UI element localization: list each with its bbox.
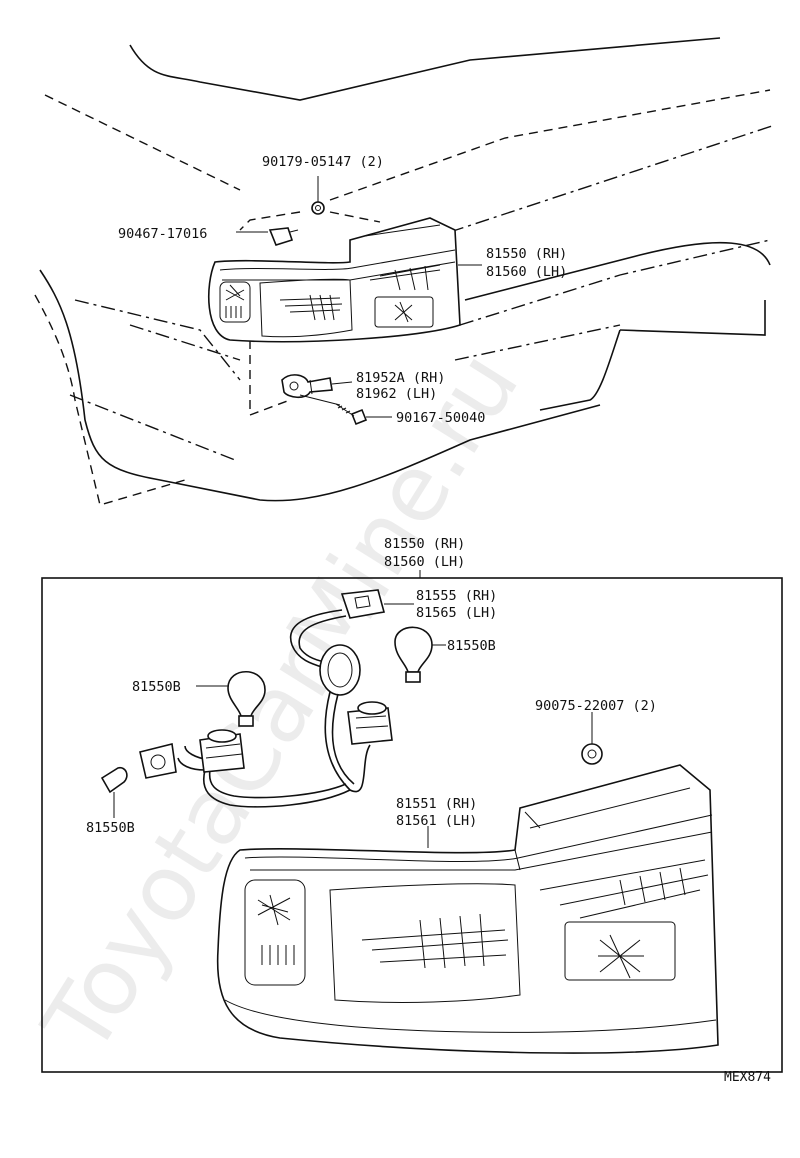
nut-icon bbox=[581, 743, 603, 765]
label-bracket-lh: 81962 (LH) bbox=[356, 386, 437, 402]
label-nut: 90075-22007 (2) bbox=[535, 698, 657, 714]
label-clip: 90467-17016 bbox=[118, 226, 207, 242]
bracket-icon bbox=[281, 374, 333, 399]
label-bulb-left: 81550B bbox=[132, 679, 181, 695]
clip-icon bbox=[268, 227, 299, 246]
label-bulb-small: 81550B bbox=[86, 820, 135, 836]
label-lamp-rh: 81550 (RH) bbox=[486, 246, 567, 262]
screw-top-icon bbox=[311, 201, 325, 215]
bulb-right-icon bbox=[394, 626, 433, 683]
lower-title-rh: 81550 (RH) bbox=[384, 536, 465, 552]
bulb-small-icon bbox=[100, 766, 128, 794]
label-screw-top: 90179-05147 (2) bbox=[262, 154, 384, 170]
label-bracket-rh: 81952A (RH) bbox=[356, 370, 445, 386]
lower-title-lh: 81560 (LH) bbox=[384, 554, 465, 570]
lens-assembly-lower bbox=[216, 764, 719, 1054]
vehicle-body-outline bbox=[34, 37, 776, 506]
label-socket-rh: 81555 (RH) bbox=[416, 588, 497, 604]
bolt-icon bbox=[335, 403, 368, 426]
tail-lamp-assembly-upper bbox=[207, 217, 461, 343]
bulb-left-icon bbox=[227, 670, 266, 727]
label-lens-lh: 81561 (LH) bbox=[396, 813, 477, 829]
label-lens-rh: 81551 (RH) bbox=[396, 796, 477, 812]
label-lamp-lh: 81560 (LH) bbox=[486, 264, 567, 280]
label-bolt: 90167-50040 bbox=[396, 410, 485, 426]
exploded-view-frame bbox=[41, 577, 783, 1073]
socket-harness bbox=[139, 589, 393, 808]
label-bulb-right: 81550B bbox=[447, 638, 496, 654]
label-socket-lh: 81565 (LH) bbox=[416, 605, 497, 621]
reference-code: MEX874 bbox=[724, 1070, 771, 1085]
